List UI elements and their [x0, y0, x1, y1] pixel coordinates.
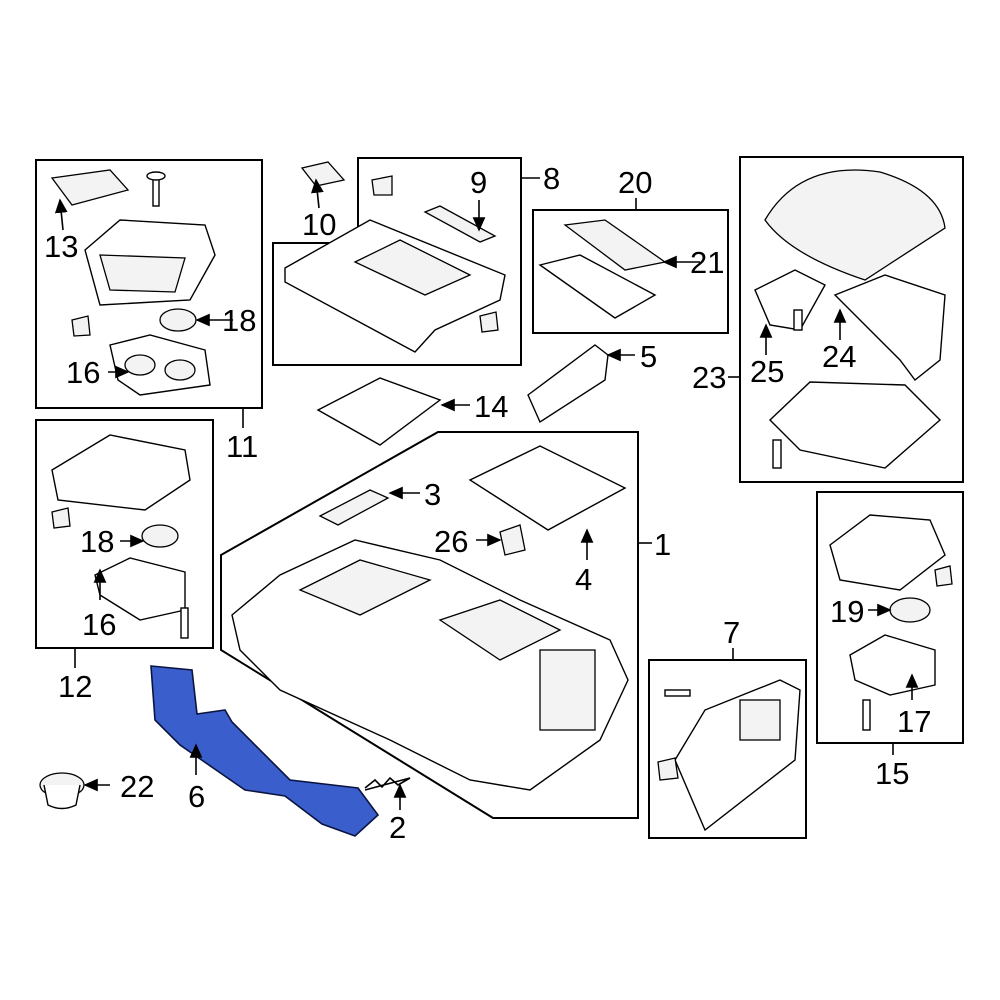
part-7-vent[interactable]: [674, 679, 801, 832]
part-23-lid[interactable]: [764, 169, 946, 281]
callout-18-a[interactable]: 18: [222, 303, 256, 338]
part-16-cupholder-a[interactable]: [109, 334, 211, 396]
part-13-tray[interactable]: [50, 169, 130, 206]
part-18-ring-b[interactable]: [141, 524, 179, 548]
callout-17[interactable]: 17: [897, 704, 931, 739]
callout-2[interactable]: 2: [389, 810, 406, 845]
callout-19[interactable]: 19: [830, 594, 864, 629]
part-1-console[interactable]: [231, 539, 629, 791]
part-23-base[interactable]: [768, 381, 942, 469]
part-clip-7: [657, 757, 679, 781]
part-clip: [71, 315, 91, 337]
callout-1[interactable]: 1: [654, 527, 671, 562]
group-box-7: [648, 659, 807, 839]
part-clip-12: [51, 507, 71, 529]
part-screw-11: [146, 171, 166, 207]
callout-9[interactable]: 9: [470, 165, 487, 200]
callout-18-b[interactable]: 18: [80, 524, 114, 559]
part-22-button[interactable]: [39, 772, 85, 810]
part-screw-7: [664, 689, 691, 697]
part-24-hinge[interactable]: [833, 274, 946, 381]
part-25-bracket[interactable]: [754, 269, 826, 331]
group-box-11: [35, 159, 263, 409]
part-12-bezel[interactable]: [51, 434, 191, 511]
callout-16-b[interactable]: 16: [82, 607, 116, 642]
callout-16-a[interactable]: 16: [66, 355, 100, 390]
callout-5[interactable]: 5: [640, 339, 657, 374]
part-5-handle[interactable]: [527, 344, 609, 424]
callout-7[interactable]: 7: [723, 615, 740, 650]
callout-23[interactable]: 23: [692, 360, 726, 395]
part-26-clip[interactable]: [499, 524, 526, 556]
callout-11[interactable]: 11: [226, 429, 258, 464]
callout-8[interactable]: 8: [543, 161, 560, 196]
callout-13[interactable]: 13: [44, 229, 78, 264]
part-19-ring[interactable]: [889, 597, 931, 623]
callout-22[interactable]: 22: [120, 769, 154, 804]
group-box-23: [739, 156, 964, 483]
callout-3[interactable]: 3: [424, 477, 441, 512]
callout-26[interactable]: 26: [434, 524, 468, 559]
callout-25[interactable]: 25: [750, 354, 784, 389]
part-20-tray[interactable]: [538, 254, 657, 319]
part-screw-15: [862, 699, 871, 731]
callout-4[interactable]: 4: [575, 562, 592, 597]
part-14-plate[interactable]: [316, 377, 442, 446]
callout-6[interactable]: 6: [188, 779, 205, 814]
part-18-ring-a[interactable]: [159, 308, 197, 332]
part-4-liner[interactable]: [468, 445, 627, 531]
group-box-1: [220, 431, 639, 819]
part-11-bin: [84, 219, 216, 306]
group-box-12: [35, 419, 214, 649]
part-15-bezel[interactable]: [829, 514, 946, 591]
callout-20[interactable]: 20: [618, 165, 652, 200]
part-screw-24: [793, 309, 803, 331]
part-2-clip[interactable]: [364, 776, 411, 791]
part-9-strip[interactable]: [423, 205, 497, 243]
part-clip-8: [371, 175, 393, 196]
part-screw-23: [772, 439, 782, 469]
part-screw-12: [180, 607, 189, 639]
callout-10[interactable]: 10: [302, 207, 336, 242]
part-6-trim-panel[interactable]: [150, 665, 380, 837]
part-3-mat[interactable]: [318, 489, 390, 526]
callout-12[interactable]: 12: [58, 669, 92, 704]
part-clip-15: [934, 565, 953, 587]
callout-24[interactable]: 24: [822, 339, 856, 374]
callout-14[interactable]: 14: [474, 389, 508, 424]
part-8-bezel[interactable]: [284, 219, 506, 353]
group-box-20: [532, 209, 729, 334]
part-clip-8b: [479, 311, 499, 333]
callout-21[interactable]: 21: [690, 245, 724, 280]
part-17-cupholder[interactable]: [849, 634, 936, 696]
part-10[interactable]: [300, 161, 346, 187]
group-box-15: [816, 491, 964, 744]
callout-15[interactable]: 15: [875, 756, 909, 791]
